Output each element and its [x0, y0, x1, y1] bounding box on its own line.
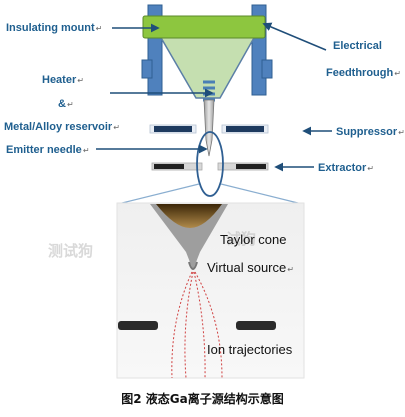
paragraph-mark: ↵: [82, 146, 90, 155]
ion-trajectories-paths: [171, 271, 223, 379]
label-insulating-mount-text: Insulating mount: [6, 22, 95, 34]
label-emitter-needle: Emitter needle↵: [6, 144, 90, 156]
inset-label-virtual-source: Virtual source↵: [207, 260, 294, 275]
label-reservoir: Metal/Alloy reservoir↵: [4, 121, 120, 133]
inset-label-virtual-source-text: Virtual source: [207, 260, 287, 275]
emitter-needle: [203, 99, 215, 157]
label-heater: Heater↵: [42, 74, 84, 86]
label-insulating-mount: Insulating mount↵: [6, 22, 102, 34]
label-emitter-needle-text: Emitter needle: [6, 144, 82, 156]
watermark-left: 测试狗: [48, 242, 94, 260]
label-extractor-text: Extractor: [318, 162, 367, 174]
suppressor-plates: [149, 124, 269, 134]
label-heater-text: Heater: [42, 74, 77, 86]
inset-label-taylor-cone-text: Taylor cone: [220, 232, 287, 247]
paragraph-mark: ↵: [287, 265, 294, 274]
label-ampersand: &↵: [58, 98, 74, 110]
watermark-right: 试狗: [226, 230, 257, 248]
label-reservoir-text: Metal/Alloy reservoir: [4, 121, 113, 133]
inset-label-taylor-cone: Taylor cone: [220, 232, 286, 247]
figure-caption: 图2 液态Ga离子源结构示意图: [121, 392, 284, 406]
label-electrical-text: Electrical: [333, 40, 382, 52]
magnifier-ellipse: [196, 131, 224, 197]
inset-plates: [118, 321, 276, 330]
taylor-cone-tip: [150, 204, 228, 270]
label-suppressor-text: Suppressor: [336, 126, 398, 138]
label-ampersand-text: &: [58, 98, 66, 110]
label-extractor: Extractor↵: [318, 162, 374, 174]
paragraph-mark: ↵: [367, 164, 374, 173]
inset-label-ion-trajectories-text: Ion trajectories: [207, 342, 293, 357]
inset-label-ion-trajectories: Ion trajectories: [207, 342, 292, 357]
paragraph-mark: ↵: [77, 76, 84, 85]
label-suppressor: Suppressor↵: [336, 126, 405, 138]
label-electrical: Electrical: [333, 40, 382, 52]
paragraph-mark: ↵: [66, 100, 74, 109]
zoom-lines: [117, 183, 303, 205]
insulating-mount: [142, 15, 266, 39]
label-feedthrough: Feedthrough↵: [326, 67, 401, 79]
extractor-plates: [151, 162, 269, 171]
paragraph-mark: ↵: [394, 69, 401, 78]
paragraph-mark: ↵: [95, 24, 103, 33]
label-feedthrough-text: Feedthrough: [326, 67, 394, 79]
virtual-source-glow: [188, 261, 198, 270]
paragraph-mark: ↵: [398, 128, 405, 137]
tip-meniscus: [156, 204, 222, 228]
paragraph-mark: ↵: [113, 123, 120, 132]
pointer-arrows: [96, 22, 332, 172]
arrow-electrical: [262, 22, 327, 51]
